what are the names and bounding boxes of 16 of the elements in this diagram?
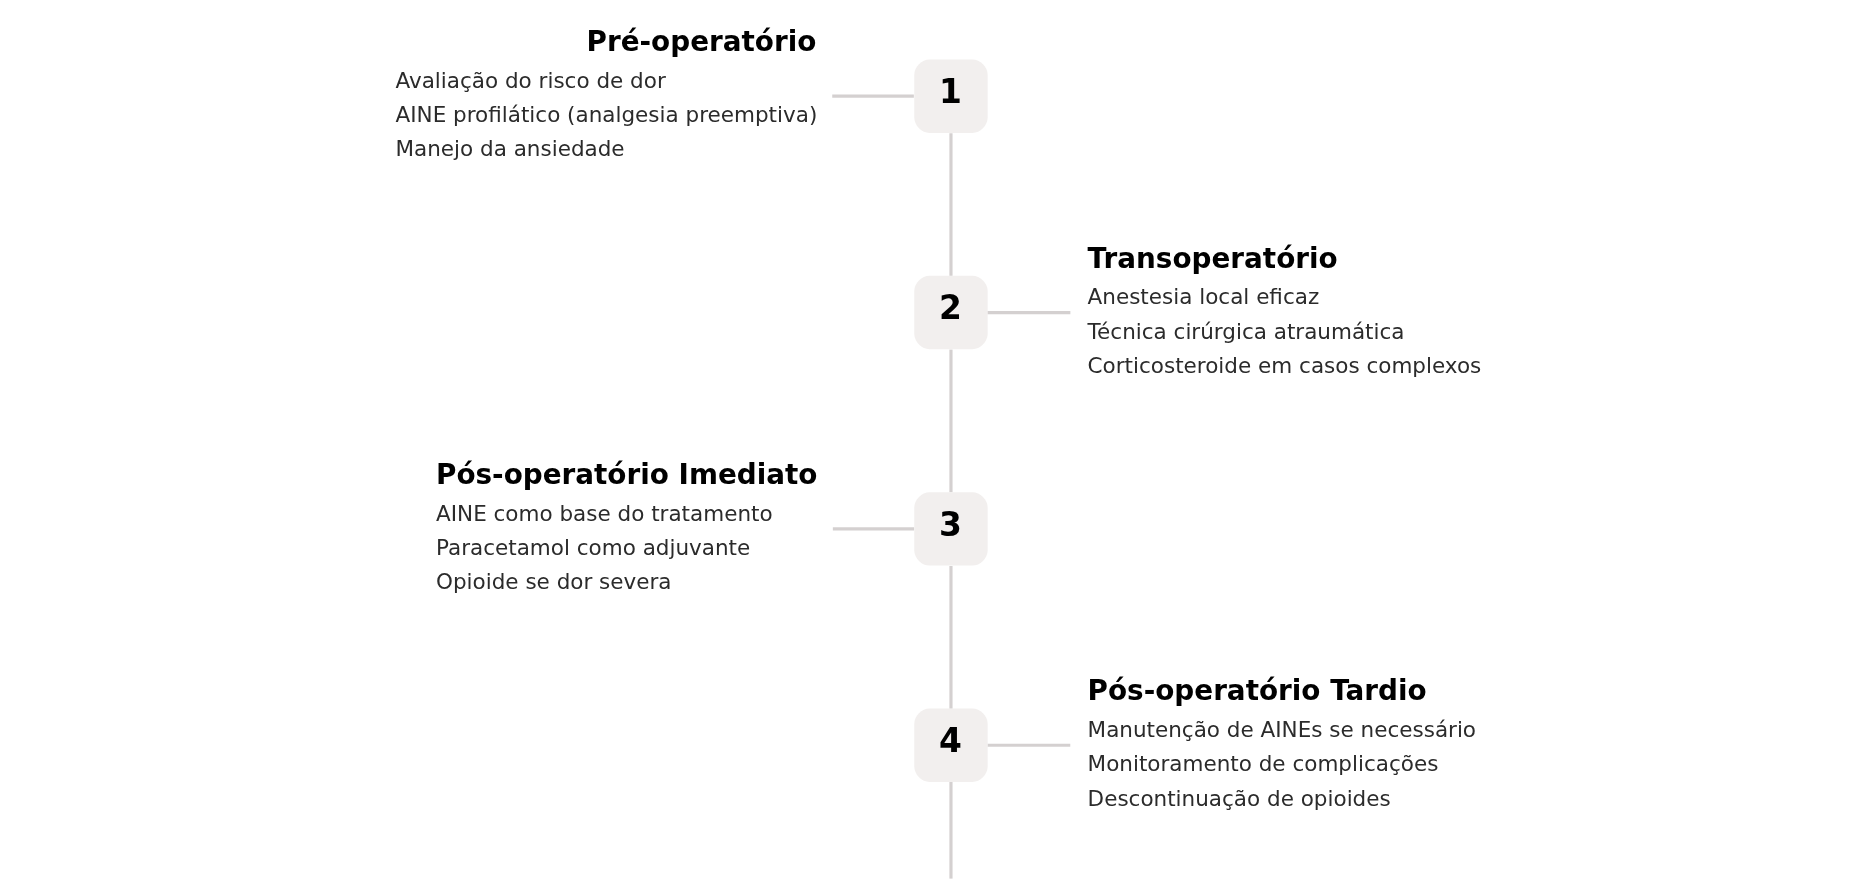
node-text: Pós-operatório Imediato AINE como base do tratamento Paracetamol como adjuvante Opioide se dor severa: [436, 458, 818, 595]
connector: [949, 349, 953, 493]
node-text: Pós-operatório Tardio Manutenção de AINEs se necessário Monitoramento de complicações Descontinuação de opioides: [1087, 674, 1477, 811]
connector: [832, 527, 915, 531]
connector: [832, 94, 914, 98]
node-text: Pré-operatório Avaliação do risco de dor AINE profilático (analgesia preemptiva) Manejo da ansiedade: [395, 25, 818, 162]
node-box: 3: [914, 492, 988, 566]
connector: [949, 566, 953, 709]
node-text: Transoperatório Anestesia local eficaz Técnica cirúrgica atraumática Corticosteroide em casos complexos: [1087, 241, 1482, 378]
node-box: 4: [914, 708, 988, 782]
connector: [987, 743, 1071, 747]
connector: [949, 133, 953, 276]
node-box: 1: [914, 59, 988, 133]
node-box: 2: [914, 275, 988, 350]
connector: [987, 311, 1071, 315]
connector: [949, 782, 953, 879]
